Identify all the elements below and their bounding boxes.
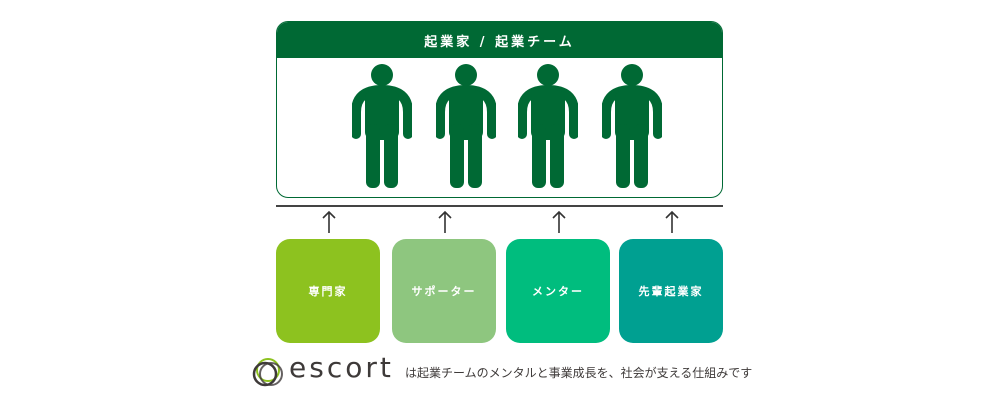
supporter-box: メンター (506, 239, 610, 343)
supporter-box: 先輩起業家 (619, 239, 723, 343)
supporter-box: 専門家 (276, 239, 380, 343)
tagline: は起業チームのメンタルと事業成長を、社会が支える仕組みです (405, 366, 753, 380)
arrow-up-icon (551, 210, 567, 234)
escort-logo-icon (252, 358, 283, 387)
team-title: 起業家 / 起業チーム (277, 22, 722, 58)
person-icon (351, 64, 413, 192)
divider-line (276, 205, 723, 207)
supporter-label: サポーター (411, 285, 477, 298)
supporter-label: 先輩起業家 (638, 285, 704, 298)
person-icon (435, 64, 497, 192)
arrow-up-icon (437, 210, 453, 234)
person-icon (517, 64, 579, 192)
supporter-box: サポーター (392, 239, 496, 343)
arrow-up-icon (664, 210, 680, 234)
supporter-label: メンター (532, 285, 584, 298)
brand-name: escort (289, 351, 394, 384)
person-icon (601, 64, 663, 192)
supporter-label: 専門家 (308, 285, 348, 298)
arrow-up-icon (321, 210, 337, 234)
